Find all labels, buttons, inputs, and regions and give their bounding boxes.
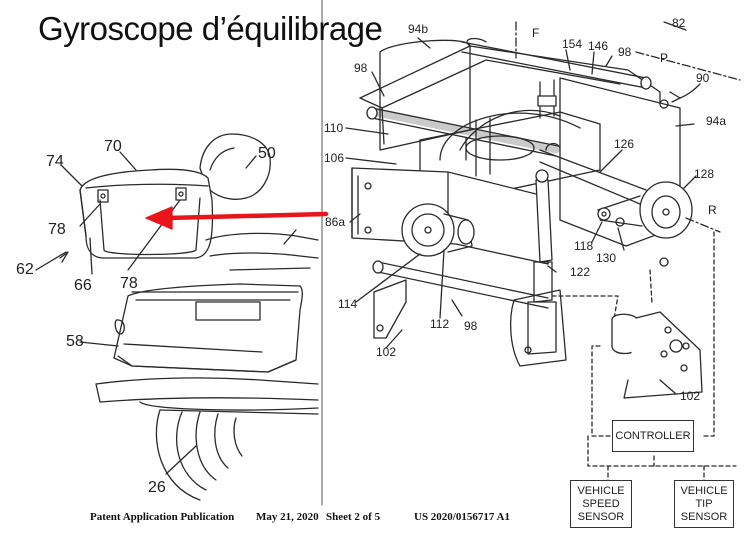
label-98-left: 98 xyxy=(354,61,368,75)
label-98-top: 98 xyxy=(618,45,632,59)
label-82: 82 xyxy=(672,16,686,30)
label-R: R xyxy=(708,203,717,217)
footer-number: US 2020/0156717 A1 xyxy=(414,511,510,523)
label-154: 154 xyxy=(562,37,582,51)
label-128: 128 xyxy=(694,167,714,181)
label-78-bottom: 78 xyxy=(120,275,138,292)
label-94a: 94a xyxy=(706,114,726,128)
motorcycle-drawing xyxy=(35,133,319,501)
red-arrow xyxy=(145,206,329,230)
label-126: 126 xyxy=(614,137,634,151)
vehicle-tip-sensor-box: VEHICLE TIP SENSOR xyxy=(674,480,734,528)
gyroscope-drawing xyxy=(345,21,741,483)
label-102-foot: 102 xyxy=(376,345,396,359)
label-86a: 86a xyxy=(325,215,345,229)
label-110: 110 xyxy=(324,121,343,135)
label-98-bottom: 98 xyxy=(464,319,478,333)
label-106: 106 xyxy=(324,151,344,165)
label-102-motor: 102 xyxy=(680,389,700,403)
label-70: 70 xyxy=(104,138,122,155)
label-122: 122 xyxy=(570,265,590,279)
label-50: 50 xyxy=(258,145,276,162)
footer-sheet: Sheet 2 of 5 xyxy=(326,511,381,523)
label-90: 90 xyxy=(696,71,710,85)
label-114: 114 xyxy=(338,297,357,311)
label-62: 62 xyxy=(16,261,34,278)
label-66: 66 xyxy=(74,277,92,294)
label-78-left: 78 xyxy=(48,221,66,238)
label-F: F xyxy=(532,26,539,40)
label-112: 112 xyxy=(430,317,449,331)
footer-publication: Patent Application Publication xyxy=(90,511,235,523)
label-P: P xyxy=(660,51,668,65)
label-130: 130 xyxy=(596,251,616,265)
label-118: 118 xyxy=(574,239,593,253)
figure-title: Gyroscope d’équilibrage xyxy=(38,10,383,47)
label-94b: 94b xyxy=(408,22,428,36)
label-74: 74 xyxy=(46,153,64,170)
footer-date: May 21, 2020 xyxy=(256,511,319,523)
vehicle-speed-sensor-box: VEHICLE SPEED SENSOR xyxy=(570,480,632,528)
label-26: 26 xyxy=(148,479,166,496)
label-146: 146 xyxy=(588,39,608,53)
controller-box: CONTROLLER xyxy=(612,420,694,452)
label-58: 58 xyxy=(66,333,84,350)
